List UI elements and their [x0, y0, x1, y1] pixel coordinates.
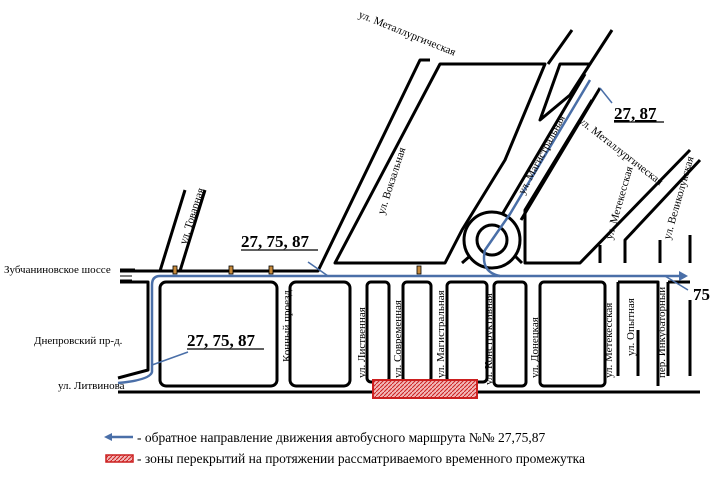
road-network: [117, 29, 702, 394]
zubchaninovskoe-hatch: [120, 271, 132, 281]
legend-route-text: - обратное направление движения автобусн…: [137, 430, 546, 445]
label-metallurgicheskaya-top: ул. Металлургическая: [357, 9, 457, 59]
closure-zone: [372, 379, 478, 399]
block-velikolukskaya-north: [658, 235, 692, 263]
label-inkubatorny: пер. Инкубаторный: [656, 287, 668, 378]
route-label-right: 75: [693, 285, 710, 304]
traffic-light-icon: [416, 265, 422, 275]
metallurgicheskaya-road: [546, 29, 614, 65]
traffic-light-icon: [268, 265, 274, 275]
route-label-leader-right: [664, 275, 689, 291]
block-s5: [445, 280, 489, 384]
block-west-vokzalnaya: [188, 58, 430, 273]
block-s6: [492, 280, 528, 388]
label-magistralnaya: ул. Магистральная: [435, 290, 447, 378]
roundabout-splitters: [461, 254, 524, 265]
block-s2: [288, 280, 352, 388]
legend: - обратное направление движения автобусн…: [104, 430, 585, 466]
label-listvennaya: ул. Лиственная: [356, 307, 368, 378]
legend-route-arrow-icon: [104, 433, 112, 441]
label-zubchaninovskoe: Зубчаниновское шоссе: [4, 264, 111, 276]
legend-closure-text: - зоны перекрытий на протяжении рассматр…: [137, 451, 585, 466]
route-line-west: [117, 274, 500, 385]
route-arrow: [679, 271, 688, 281]
label-konstruktivnaya: ул. Конструктивная: [483, 293, 495, 385]
block-s4: [401, 280, 433, 384]
block-s9: [666, 280, 692, 376]
block-s8: [616, 280, 660, 386]
magistralnaya-diagonal: [501, 73, 602, 221]
traffic-lights: [172, 265, 422, 275]
label-opytnaya: ул. Опытная: [625, 298, 637, 356]
label-litvinova: ул. Литвинова: [58, 380, 125, 392]
route-label-leader-top: [599, 87, 613, 104]
roundabout-outer: [462, 210, 522, 270]
route-label-leader-left: [151, 351, 189, 366]
route-label-leader: [307, 261, 329, 277]
label-donetskaya: ул. Донецкая: [529, 317, 541, 378]
block-metekesskaya-north: [598, 158, 702, 263]
route-label-top-right: 27, 87: [614, 104, 657, 123]
block-s3: [365, 280, 391, 384]
label-metekesskaya-bottom: ул. Метекесская: [603, 303, 615, 378]
bus-route: [117, 79, 689, 385]
route-label-center: 27, 75, 87: [241, 232, 310, 251]
block-top-right-small: [538, 62, 592, 122]
label-konny: Конный проезд: [281, 290, 293, 362]
route-labels: 27, 87 27, 75, 87 27, 75, 87 75: [187, 104, 710, 350]
label-sovremennaya: ул. Современная: [392, 300, 404, 378]
tovarnaya-road: [158, 189, 207, 272]
zubchaninovskoe-stub: [120, 268, 135, 284]
route-label-left: 27, 75, 87: [187, 331, 256, 350]
legend-closure-swatch: [105, 454, 134, 463]
traffic-light-icon: [228, 265, 234, 275]
block-s1: [158, 280, 279, 388]
block-west-edge: [117, 280, 150, 380]
label-dneprovsky: Днепровский пр-д.: [34, 335, 123, 347]
traffic-light-icon: [172, 265, 178, 275]
block-s7: [538, 280, 607, 388]
block-triangle: [333, 62, 547, 265]
